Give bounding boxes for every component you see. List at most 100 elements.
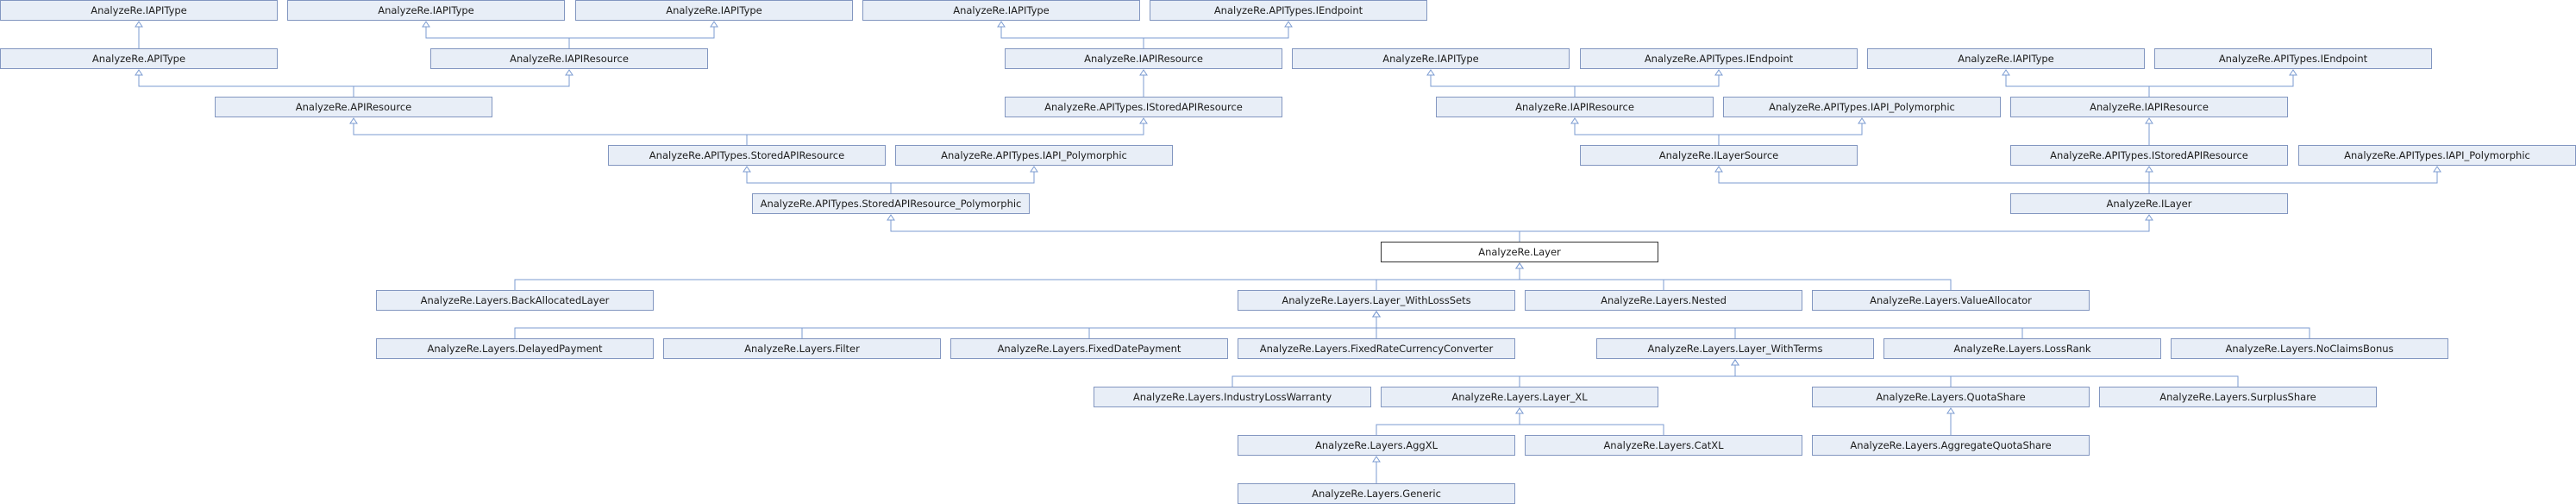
inheritance-edge [353,73,570,97]
inheritance-arrowhead [565,69,573,76]
inheritance-arrowhead [997,21,1006,28]
class-node-n36[interactable]: AnalyzeRe.Layers.NoClaimsBonus [2171,338,2448,359]
inheritance-edge [1519,412,1664,435]
inheritance-edge [1734,363,1952,387]
inheritance-edge [1574,122,1720,145]
class-node-n23[interactable]: AnalyzeRe.APITypes.StoredAPIResource_Pol… [752,193,1030,214]
class-node-n2[interactable]: AnalyzeRe.IAPIType [287,0,565,21]
class-node-n41[interactable]: AnalyzeRe.Layers.AggXL [1238,435,1515,456]
class-node-n44[interactable]: AnalyzeRe.Layers.Generic [1238,483,1515,504]
inheritance-arrowhead [1515,407,1524,414]
class-node-n19[interactable]: AnalyzeRe.APITypes.IAPI_Polymorphic [895,145,1173,166]
inheritance-edge [1232,363,1736,387]
inheritance-arrowhead [1139,69,1148,76]
inheritance-arrowhead [887,214,895,221]
class-node-n26[interactable]: AnalyzeRe.Layers.BackAllocatedLayer [376,290,654,311]
inheritance-edge [1574,73,1720,97]
inheritance-edge [1519,218,2150,242]
class-node-n10[interactable]: AnalyzeRe.APITypes.IEndpoint [1580,48,1858,69]
class-node-n24[interactable]: AnalyzeRe.ILayer [2010,193,2288,214]
inheritance-edge [1519,267,1664,290]
inheritance-edge [425,25,570,48]
class-node-n28[interactable]: AnalyzeRe.Layers.Nested [1525,290,1802,311]
class-node-n34[interactable]: AnalyzeRe.Layers.Layer_WithTerms [1596,338,1874,359]
class-node-n40[interactable]: AnalyzeRe.Layers.SurplusShare [2099,387,2377,407]
inheritance-edge [1430,73,1576,97]
class-node-n18[interactable]: AnalyzeRe.APITypes.StoredAPIResource [608,145,886,166]
class-node-n31[interactable]: AnalyzeRe.Layers.Filter [663,338,941,359]
inheritance-edge [1143,25,1289,48]
class-node-n5[interactable]: AnalyzeRe.APITypes.IEndpoint [1150,0,1427,21]
inheritance-arrowhead [1426,69,1435,76]
class-node-n1[interactable]: AnalyzeRe.IAPIType [0,0,278,21]
inheritance-edge [1376,267,1520,290]
inheritance-edge [746,170,892,193]
inheritance-arrowhead [743,166,751,173]
inheritance-edge [1519,363,1736,387]
class-node-n43[interactable]: AnalyzeRe.Layers.AggregateQuotaShare [1812,435,2090,456]
class-node-n25[interactable]: AnalyzeRe.Layer [1381,242,1658,262]
inheritance-arrowhead [1515,262,1524,269]
inheritance-edge [2148,73,2294,97]
class-node-n37[interactable]: AnalyzeRe.Layers.IndustryLossWarranty [1094,387,1371,407]
class-node-n20[interactable]: AnalyzeRe.ILayerSource [1580,145,1858,166]
class-node-n9[interactable]: AnalyzeRe.IAPIType [1292,48,1570,69]
inheritance-arrowhead [2145,166,2153,173]
class-node-n12[interactable]: AnalyzeRe.APITypes.IEndpoint [2154,48,2432,69]
inheritance-edge [353,122,748,145]
inheritance-arrowhead [1714,69,1723,76]
inheritance-edge [1088,315,1377,338]
inheritance-edge [2148,170,2438,193]
inheritance-edge [1376,412,1520,435]
inheritance-arrowhead [349,117,358,124]
class-node-n14[interactable]: AnalyzeRe.APITypes.IStoredAPIResource [1005,97,1282,117]
inheritance-arrowhead [2002,69,2010,76]
class-node-n38[interactable]: AnalyzeRe.Layers.Layer_XL [1381,387,1658,407]
inheritance-edge [1376,315,2023,338]
class-node-n13[interactable]: AnalyzeRe.APIResource [215,97,492,117]
inheritance-arrowhead [1946,407,1955,414]
class-node-n16[interactable]: AnalyzeRe.APITypes.IAPI_Polymorphic [1723,97,2001,117]
inheritance-edge [1519,267,1952,290]
class-node-n35[interactable]: AnalyzeRe.Layers.LossRank [1883,338,2161,359]
inheritance-arrowhead [1858,117,1866,124]
inheritance-arrowhead [422,21,430,28]
inheritance-arrowhead [1139,117,1148,124]
inheritance-edge [1718,122,1863,145]
class-node-n33[interactable]: AnalyzeRe.Layers.FixedRateCurrencyConver… [1238,338,1515,359]
inheritance-arrowhead [2289,69,2297,76]
inheritance-edge [1000,25,1144,48]
class-node-n17[interactable]: AnalyzeRe.IAPIResource [2010,97,2288,117]
inheritance-arrowhead [2145,117,2153,124]
class-node-n3[interactable]: AnalyzeRe.IAPIType [575,0,853,21]
inheritance-arrowhead [135,21,143,28]
inheritance-arrowhead [1372,456,1381,463]
class-node-n22[interactable]: AnalyzeRe.APITypes.IAPI_Polymorphic [2298,145,2576,166]
class-node-n32[interactable]: AnalyzeRe.Layers.FixedDatePayment [950,338,1228,359]
inheritance-arrowhead [2433,166,2441,173]
class-node-n39[interactable]: AnalyzeRe.Layers.QuotaShare [1812,387,2090,407]
class-node-n30[interactable]: AnalyzeRe.Layers.DelayedPayment [376,338,654,359]
class-node-n21[interactable]: AnalyzeRe.APITypes.IStoredAPIResource [2010,145,2288,166]
inheritance-edge [2005,73,2150,97]
inheritance-edge [514,315,1377,338]
class-node-n6[interactable]: AnalyzeRe.APIType [0,48,278,69]
class-node-n27[interactable]: AnalyzeRe.Layers.Layer_WithLossSets [1238,290,1515,311]
inheritance-edge [1376,315,2310,338]
class-node-n29[interactable]: AnalyzeRe.Layers.ValueAllocator [1812,290,2090,311]
inheritance-edge [890,218,1520,242]
class-node-n7[interactable]: AnalyzeRe.IAPIResource [430,48,708,69]
class-node-n4[interactable]: AnalyzeRe.IAPIType [862,0,1140,21]
inheritance-edge [746,122,1144,145]
inheritance-edge [1376,315,1736,338]
inheritance-edge [514,267,1520,290]
class-node-n8[interactable]: AnalyzeRe.IAPIResource [1005,48,1282,69]
inheritance-edge [1718,170,2150,193]
class-node-n11[interactable]: AnalyzeRe.IAPIType [1867,48,2145,69]
inheritance-edge [1734,363,2239,387]
inheritance-arrowhead [1714,166,1723,173]
inheritance-edge [890,170,1035,193]
class-node-n42[interactable]: AnalyzeRe.Layers.CatXL [1525,435,1802,456]
class-node-n15[interactable]: AnalyzeRe.IAPIResource [1436,97,1714,117]
